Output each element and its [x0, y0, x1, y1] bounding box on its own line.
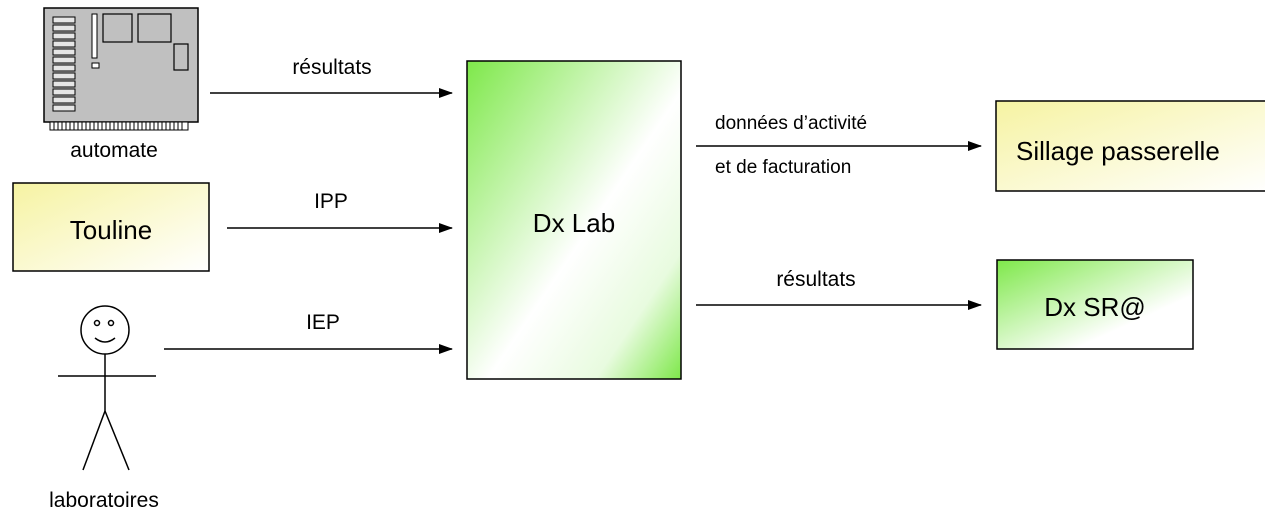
- edge-label-donnees-line1: données d’activité: [715, 113, 867, 134]
- edge-automate-dxlab: résultats: [210, 56, 453, 98]
- touline-node: Touline: [12, 182, 210, 272]
- touline-label: Touline: [70, 215, 152, 245]
- automate-node: automate: [43, 7, 199, 162]
- person-icon: [58, 305, 156, 471]
- dxsra-node: Dx SR@: [996, 259, 1194, 350]
- edge-touline-dxlab: IPP: [227, 190, 453, 233]
- automate-icon: [43, 7, 199, 131]
- dxlab-node: Dx Lab: [466, 60, 682, 380]
- edge-label-donnees-line2: et de facturation: [715, 157, 851, 178]
- edge-dxlab-sillage: données d’activité et de facturation: [696, 113, 982, 178]
- edge-label-resultats-out: résultats: [776, 268, 855, 291]
- laboratoires-label: laboratoires: [49, 489, 159, 512]
- edge-label-iep: IEP: [306, 311, 340, 334]
- laboratoires-node: laboratoires: [49, 305, 159, 512]
- sillage-node: Sillage passerelle: [995, 100, 1265, 192]
- sillage-label: Sillage passerelle: [1016, 136, 1220, 166]
- automate-label: automate: [70, 139, 158, 162]
- edge-label-ipp: IPP: [314, 190, 348, 213]
- edge-lab-dxlab: IEP: [164, 311, 453, 354]
- edge-dxlab-dxsra: résultats: [696, 268, 982, 310]
- dxsra-label: Dx SR@: [1044, 292, 1146, 322]
- edge-label-resultats-in: résultats: [292, 56, 371, 79]
- dxlab-label: Dx Lab: [533, 208, 615, 238]
